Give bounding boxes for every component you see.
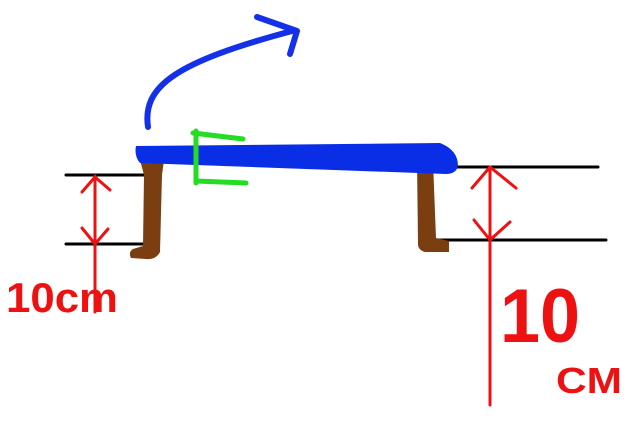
opening-arrow: [144, 14, 300, 130]
lid: [135, 143, 458, 174]
posts: [129, 160, 449, 260]
left-dimension-label: 10cm: [6, 274, 118, 321]
left-dimension-arrowhead-bottom: [80, 226, 110, 246]
right-dimension-arrowhead-bottom: [472, 218, 512, 242]
right-dimension-arrow: [470, 165, 518, 407]
left-dimension-arrowhead-top: [80, 175, 112, 194]
hinge-bracket: [190, 128, 249, 186]
reference-lines: [64, 165, 608, 246]
opening-arrow-head: [254, 14, 300, 57]
right-dimension-arrowhead-top: [470, 165, 518, 190]
left-post: [129, 160, 164, 260]
right-dimension-value: 10: [500, 274, 580, 359]
left-dimension-arrow: [80, 174, 112, 314]
right-post: [417, 160, 449, 252]
opening-arrow-curve: [144, 28, 295, 130]
right-dimension-unit: CM: [556, 360, 622, 401]
